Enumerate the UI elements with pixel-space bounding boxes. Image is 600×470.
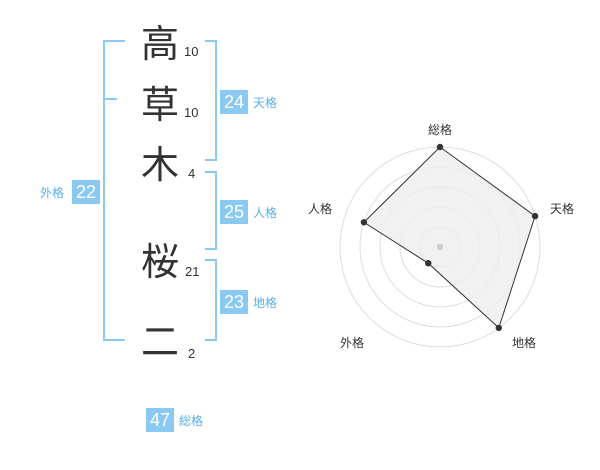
name-char-3: 木 [140, 143, 179, 187]
tenkaku-bracket [205, 40, 217, 161]
radar-label-jinkaku: 人格 [308, 201, 332, 216]
radar-label-gaikaku: 外格 [340, 335, 364, 350]
name-char-2: 草 [140, 83, 179, 127]
gaikaku-inner-tick [105, 98, 117, 100]
stroke-count-5: 2 [188, 346, 196, 361]
radar-point-2 [531, 212, 539, 220]
chikaku-bracket [205, 259, 217, 341]
stroke-count-4: 21 [185, 264, 200, 279]
soukaku-label: 総格 [179, 414, 204, 428]
radar-point-1 [436, 143, 444, 151]
tenkaku-badge: 24 [220, 90, 248, 114]
radar-center-dot [436, 243, 444, 251]
radar-point-5 [360, 219, 368, 226]
gaikaku-bracket [103, 40, 125, 341]
stroke-count-2: 10 [184, 105, 199, 120]
radar-polygon [363, 146, 536, 329]
radar-point-3 [495, 324, 502, 332]
jinkaku-badge: 25 [220, 200, 248, 224]
soukaku-badge: 47 [146, 408, 174, 432]
radar-label-soukaku: 総格 [428, 122, 452, 137]
jinkaku-label: 人格 [253, 206, 278, 220]
gaikaku-label: 外格 [40, 186, 65, 200]
radar-label-chikaku: 地格 [512, 335, 536, 350]
jinkaku-bracket [205, 171, 217, 250]
name-char-1: 高 [140, 22, 179, 66]
name-char-5: 二 [140, 320, 179, 364]
tenkaku-label: 天格 [253, 96, 278, 110]
chikaku-badge: 23 [220, 290, 248, 314]
chikaku-label: 地格 [253, 296, 278, 310]
stroke-count-3: 4 [188, 166, 196, 181]
gaikaku-badge: 22 [72, 180, 100, 204]
stroke-count-1: 10 [184, 44, 199, 59]
radar-label-tenkaku: 天格 [550, 201, 574, 216]
radar-point-4 [425, 259, 432, 267]
name-char-4: 桜 [140, 240, 179, 284]
radar-points [360, 143, 539, 332]
